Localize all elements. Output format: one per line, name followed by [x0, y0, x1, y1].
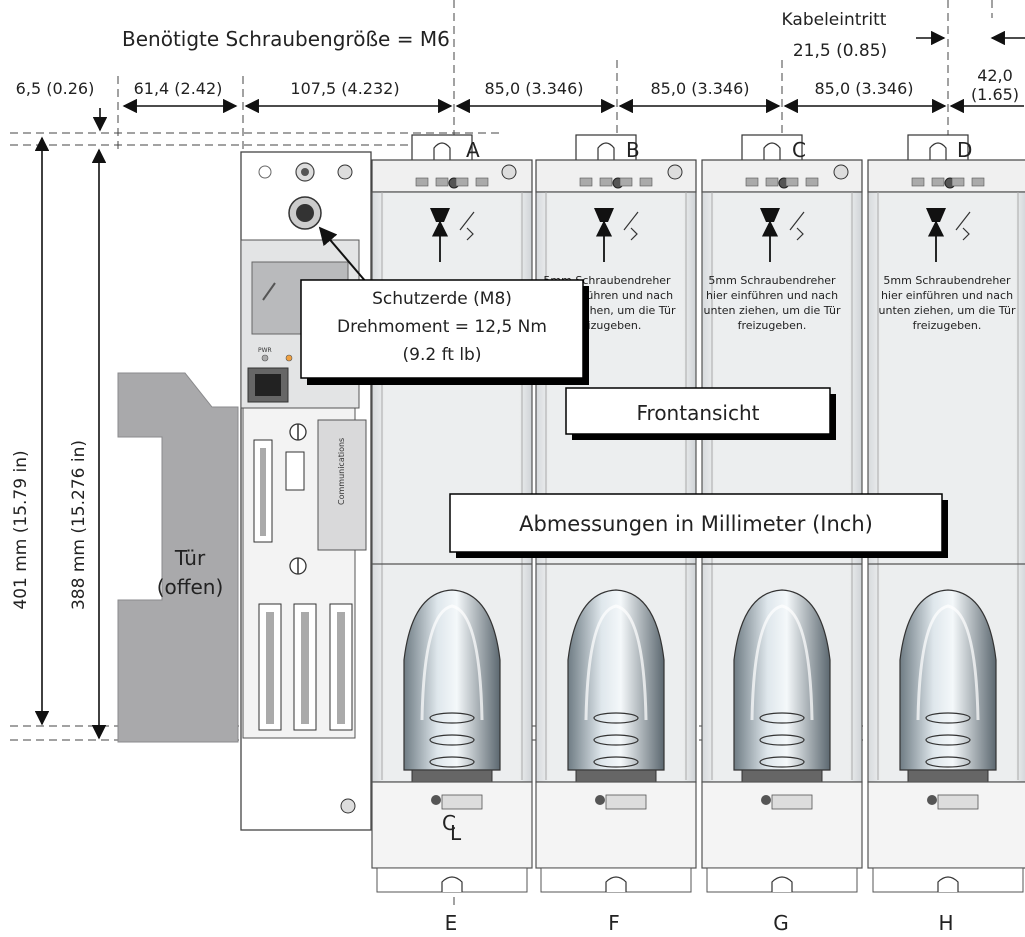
front-view-label: Frontansicht	[636, 401, 759, 425]
earth-line-3: (9.2 ft lb)	[403, 345, 482, 365]
centerline-l: L	[450, 821, 462, 845]
instr-col3-line1: 5mm Schraubendreher	[883, 274, 1011, 287]
centerline-symbol: C L	[442, 811, 462, 845]
instr-col2-line1: 5mm Schraubendreher	[708, 274, 836, 287]
door-label-2: (offen)	[157, 575, 224, 599]
instr-col3-line3: unten ziehen, um die Tür	[879, 304, 1016, 317]
dimension-arrows	[92, 98, 1024, 132]
dim-85-b: 85,0 (3.346)	[651, 79, 750, 98]
instruction-col2: 5mm Schraubendreher hier einführen und n…	[704, 274, 841, 332]
dim-42-0: 42,0	[977, 66, 1013, 85]
label-h: H	[938, 911, 953, 935]
dim-6-5: 6,5 (0.26)	[16, 79, 95, 98]
earth-line-1: Schutzerde (M8)	[372, 289, 512, 309]
earth-line-2: Drehmoment = 12,5 Nm	[337, 317, 547, 337]
top-labels: A B C D	[466, 138, 972, 162]
dim-61-4: 61,4 (2.42)	[134, 79, 223, 98]
label-e: E	[445, 911, 458, 935]
centerline-c: C	[442, 811, 456, 835]
instr-col2-line3: unten ziehen, um die Tür	[704, 304, 841, 317]
dim-107-5: 107,5 (4.232)	[290, 79, 399, 98]
screw-size-label: Benötigte Schraubengröße = M6	[122, 27, 450, 51]
label-f: F	[608, 911, 620, 935]
cable-entry-value: 21,5 (0.85)	[793, 41, 887, 61]
units-label: Abmessungen in Millimeter (Inch)	[519, 512, 873, 536]
front-view-callout: Frontansicht	[565, 387, 836, 440]
instr-col1-line4: freizugeben.	[573, 319, 642, 332]
dimension-labels: 6,5 (0.26) 61,4 (2.42) 107,5 (4.232) 85,…	[16, 66, 1019, 104]
vertical-dimension-arrows	[34, 136, 107, 740]
pwr-label: PWR	[258, 347, 272, 354]
comms-label: Communications	[337, 438, 346, 505]
power-module	[667, 134, 863, 893]
module-instructions: 5mm Schraubendreher hier einführen und n…	[539, 274, 1016, 332]
label-b: B	[626, 138, 640, 162]
label-c: C	[792, 138, 806, 162]
earth-callout: Schutzerde (M8) Drehmoment = 12,5 Nm (9.…	[300, 226, 589, 385]
units-callout: Abmessungen in Millimeter (Inch)	[449, 493, 948, 558]
control-unit: PWR Communications	[240, 151, 372, 831]
instr-col2-line2: hier einführen und nach	[706, 289, 838, 302]
dim-1-65: (1.65)	[971, 85, 1019, 104]
door-label-1: Tür	[174, 546, 206, 570]
label-g: G	[773, 911, 789, 935]
cable-entry-label: Kabeleintritt	[782, 10, 887, 30]
instruction-col3: 5mm Schraubendreher hier einführen und n…	[879, 274, 1016, 332]
instr-col3-line4: freizugeben.	[913, 319, 982, 332]
label-a: A	[466, 138, 480, 162]
power-module	[833, 134, 1025, 893]
dim-85-a: 85,0 (3.346)	[485, 79, 584, 98]
height-388-label: 388 mm (15.276 in)	[69, 440, 89, 610]
instr-col3-line2: hier einführen und nach	[881, 289, 1013, 302]
dim-85-c: 85,0 (3.346)	[815, 79, 914, 98]
height-401-label: 401 mm (15.79 in)	[11, 450, 31, 609]
instr-col2-line4: freizugeben.	[738, 319, 807, 332]
bottom-labels: E F G H	[445, 911, 954, 935]
door-open: Tür (offen)	[117, 372, 239, 743]
label-d: D	[957, 138, 972, 162]
